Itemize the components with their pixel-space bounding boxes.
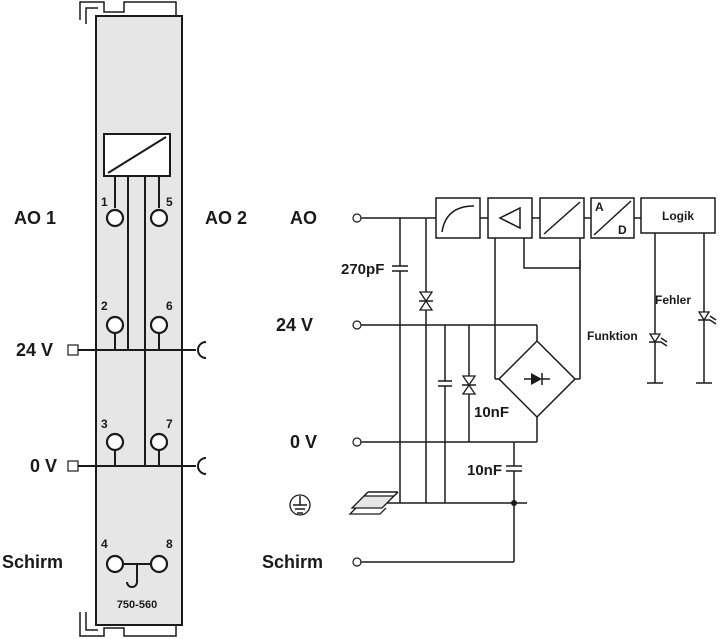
amplifier-feedback: [523, 238, 581, 269]
module-bottom-clip-inner: [85, 612, 98, 631]
rectifier-diode: [531, 373, 542, 385]
led-error-icon: [697, 311, 711, 322]
block-amplifier: [487, 197, 533, 239]
port-24v-right: [197, 341, 207, 359]
led-function-icon: [648, 333, 662, 344]
terminal-3: [105, 432, 125, 452]
label-cap-270pf: 270pF: [341, 261, 384, 278]
label-cap-10nf-ground: 10nF: [467, 462, 502, 479]
adc-diagonal: [593, 200, 632, 236]
label-led-function: Funktion: [587, 329, 638, 343]
terminal-7: [149, 432, 169, 452]
label-led-error: Fehler: [655, 293, 691, 307]
schematic: 270pF 10nF 10nF: [289, 197, 717, 567]
port-0v-right: [197, 457, 207, 475]
label-left-shield: Schirm: [2, 552, 63, 572]
terminal-8: [149, 554, 169, 574]
terminal-number-5: 5: [166, 195, 173, 209]
label-ao1: AO 1: [14, 208, 56, 228]
terminal-number-7: 7: [166, 417, 173, 431]
input-ao: [352, 213, 362, 223]
terminal-5: [149, 208, 169, 228]
module-top-clip-inner: [85, 7, 98, 24]
terminal-number-6: 6: [166, 299, 173, 313]
terminal-number-8: 8: [166, 537, 173, 551]
led-error-ray1: [709, 315, 717, 321]
input-24v: [352, 320, 362, 330]
label-cap-10nf-bridge: 10nF: [474, 404, 509, 421]
isolator-diagonal: [543, 201, 581, 235]
earth-ground-icon: [289, 494, 311, 516]
label-left-24v: 24 V: [16, 340, 53, 360]
label-schematic-shield: Schirm: [262, 552, 323, 572]
led-error-ray2: [709, 319, 717, 325]
led-function-ray1: [660, 337, 668, 343]
module-part-number: 750-560: [117, 599, 157, 611]
rectifier-bridge: [497, 339, 577, 419]
label-schematic-ao: AO: [290, 208, 317, 228]
terminal-2: [105, 315, 125, 335]
label-adc-a: A: [595, 200, 604, 214]
port-24v-left: [67, 344, 79, 356]
shield-hook: [126, 564, 138, 588]
module-top-clip: [79, 1, 177, 20]
input-0v: [352, 437, 362, 447]
terminal-1: [105, 208, 125, 228]
terminal-number-3: 3: [101, 417, 108, 431]
label-schematic-0v: 0 V: [290, 432, 317, 452]
terminal-number-1: 1: [101, 195, 108, 209]
label-adc-d: D: [618, 223, 627, 237]
din-rail-icon: [348, 491, 399, 515]
label-logic: Logik: [662, 209, 694, 223]
converter-diagonal: [107, 136, 167, 174]
led-function-ray2: [660, 341, 668, 347]
label-left-0v: 0 V: [30, 456, 57, 476]
block-logic: [640, 197, 716, 234]
terminal-number-4: 4: [101, 537, 108, 551]
terminal-module: 1 5 2 6 3 7 4 8 750-560: [67, 1, 207, 637]
module-bottom-clip: [79, 612, 177, 637]
port-0v-left: [67, 460, 79, 472]
terminal-6: [149, 315, 169, 335]
input-shield: [352, 557, 362, 567]
filter-curve: [441, 205, 475, 233]
terminal-4: [105, 554, 125, 574]
label-ao2: AO 2: [205, 208, 247, 228]
label-schematic-24v: 24 V: [276, 315, 313, 335]
terminal-number-2: 2: [101, 299, 108, 313]
amplifier-triangle: [498, 206, 521, 230]
